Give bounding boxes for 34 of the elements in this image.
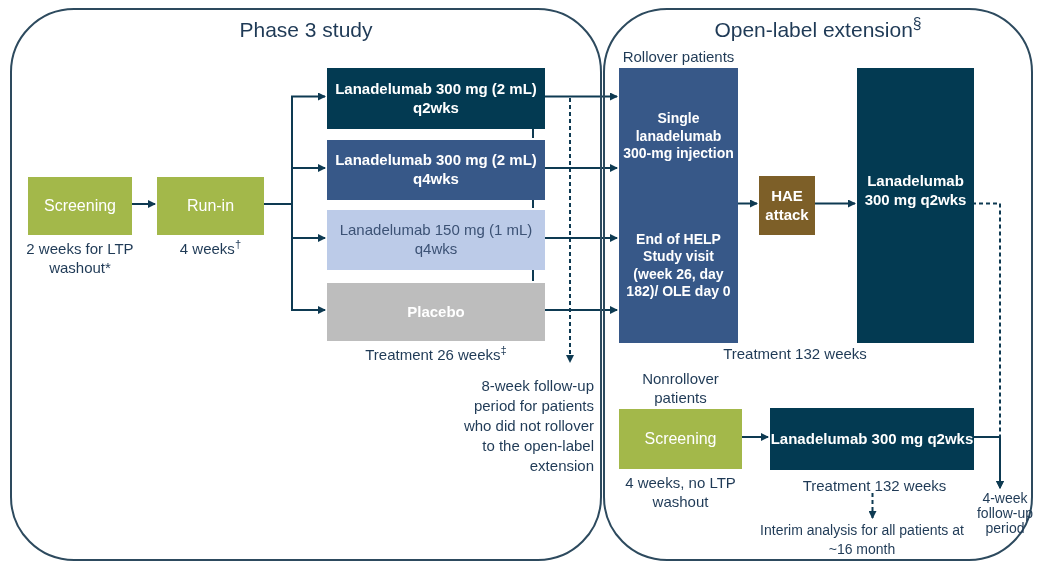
event-box [759,176,815,235]
box-text: Interim analysis for all patients at ~16 month [759,521,965,559]
phase-panel [603,8,1033,561]
arrow [566,97,574,363]
box-text: Placebo [407,301,465,322]
box-text: 8-week follow-up period for patients who did not rollover to the open-label extension [462,376,594,476]
panel-title: Phase 3 study [238,17,374,43]
arm-box [327,140,545,200]
arm-box [327,68,545,129]
box-caption: Nonrollover patients [641,369,720,407]
box-text: Single lanadelumab 300-mg injection [623,110,734,163]
box-text: Treatment 132 weeks [802,476,947,495]
box-text: Lanadelumab 300 mg q2wks [863,172,968,210]
box-caption: 2 weeks for LTP washout* [25,239,135,277]
box-text: Screening [43,196,116,216]
box-text: Screening [644,429,717,449]
treatment-box [857,68,974,343]
box-caption: 4 weeks$^{†}$ [178,239,243,258]
panel-title: Open-label extension$^{§}$ [713,14,923,43]
arrow [868,492,877,519]
treatment-box [770,408,974,470]
box-caption: Rollover patients [621,47,736,66]
box-text: Lanadelumab 300 mg (2 mL) q2wks [334,79,538,118]
box-caption: 4 weeks, no LTP washout [624,473,737,511]
box-text: HAE attack [764,186,810,225]
box-text: Lanadelumab 150 mg (1 mL) q4wks [338,221,534,259]
box-text: Lanadelumab 300 mg q2wks [770,429,974,449]
phase-panel [10,8,602,561]
box-text: Run-in [186,196,235,216]
box-text: End of HELP Study visit (week 26, day 182)/ OLE day 0 [625,230,732,301]
arm-box [327,210,545,270]
duration-label: Treatment 132 weeks [722,345,868,363]
box-caption: Treatment 26 weeks$^{‡}$ [364,345,508,364]
box-text: Lanadelumab 300 mg (2 mL) q4wks [334,151,538,189]
